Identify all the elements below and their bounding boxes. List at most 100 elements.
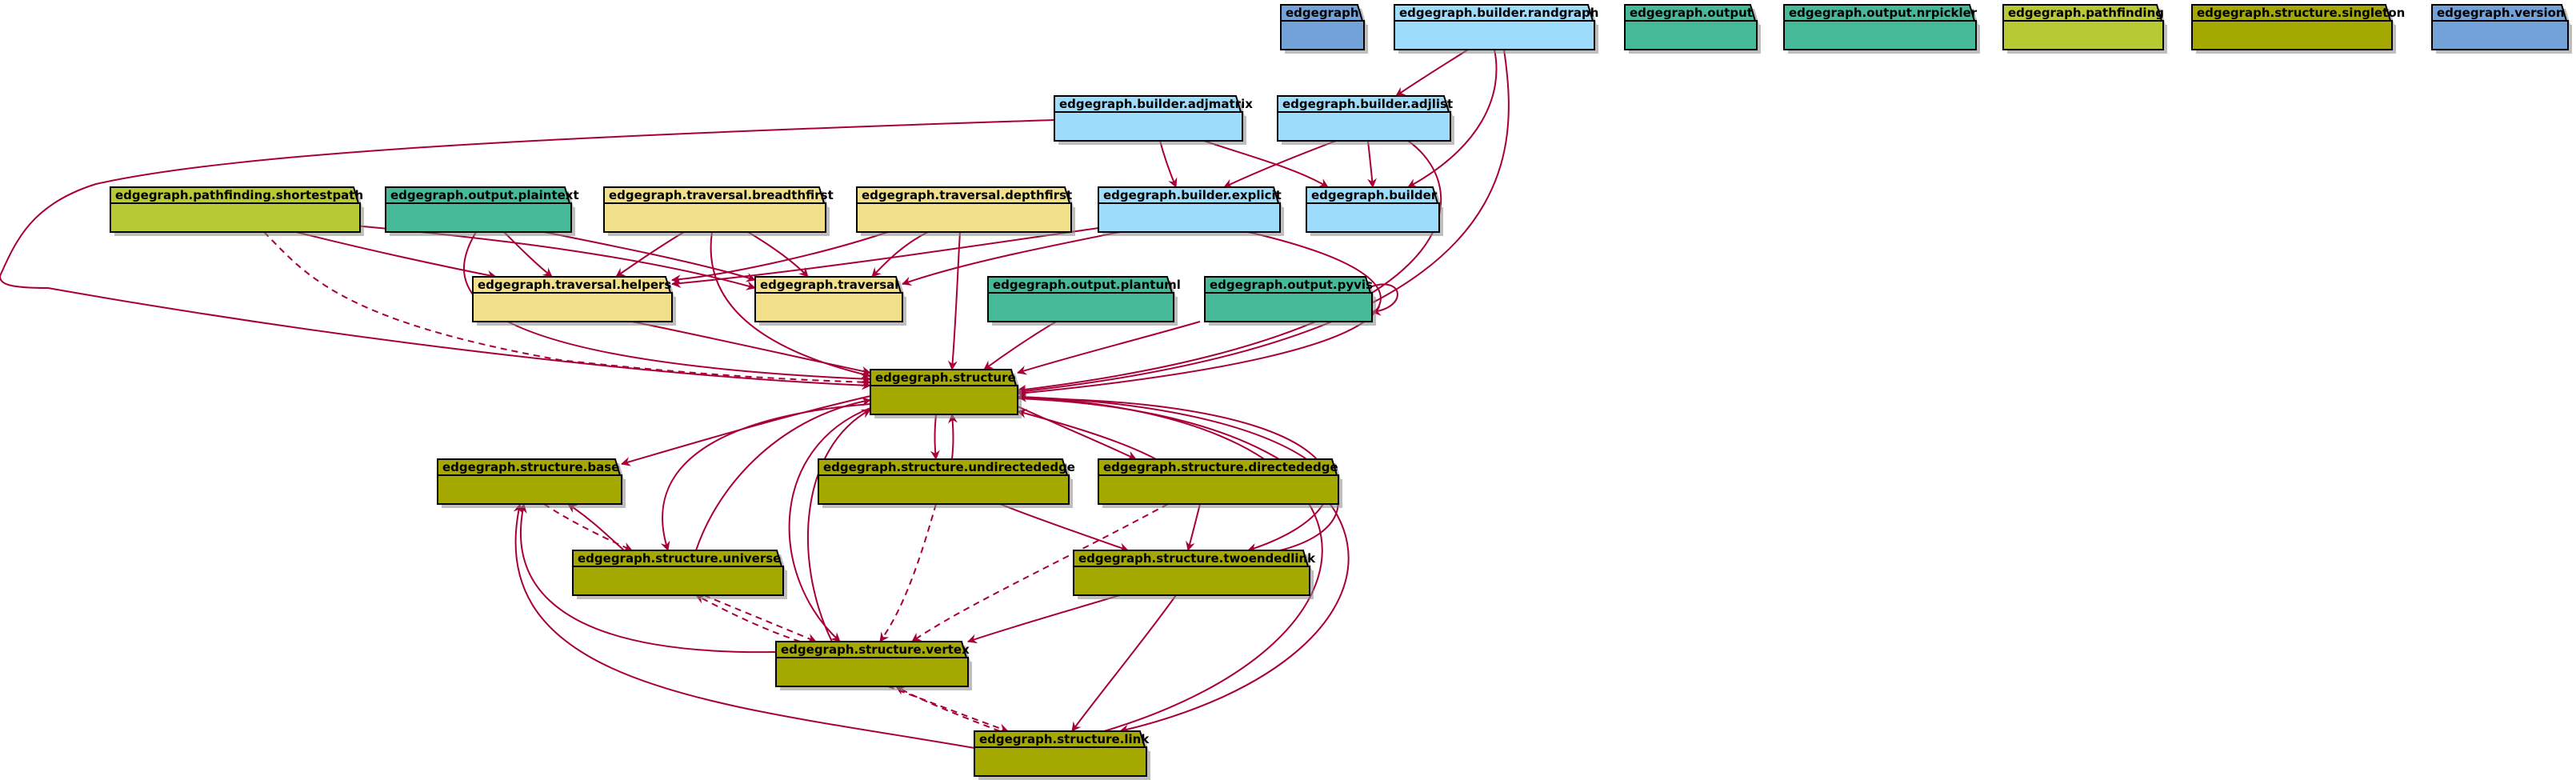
package-label: edgegraph.pathfinding	[2008, 6, 2164, 20]
package-label: edgegraph.version	[2437, 6, 2565, 20]
package-body	[1098, 474, 1339, 505]
package-node-structure-base[interactable]: edgegraph.structure.base	[437, 458, 626, 508]
package-body	[1624, 20, 1758, 50]
package-node-edgegraph[interactable]: edgegraph	[1280, 4, 1368, 54]
dependency-edge-structure-base-to-structure-universe	[543, 503, 633, 551]
dependency-edge-output-plantuml-to-structure	[983, 321, 1057, 370]
dependency-edge-builder-adjmatrix-to-builder	[1203, 140, 1329, 188]
package-label: edgegraph.output	[1630, 6, 1753, 20]
package-node-structure-twoendedlink[interactable]: edgegraph.structure.twoendedlink	[1073, 550, 1316, 599]
dependency-edge-pathfinding-shortestpath-to-traversal-helpers	[295, 231, 497, 280]
dependency-edge-traversal-depthfirst-to-traversal-helpers	[671, 231, 889, 285]
package-node-output-nrpickler[interactable]: edgegraph.output.nrpickler	[1783, 4, 1980, 54]
dependency-edge-structure-twoendedlink-to-structure-vertex	[967, 594, 1121, 644]
dependency-edge-structure-to-structure-link	[1017, 398, 1350, 734]
package-body	[974, 746, 1147, 777]
package-node-output-pyvis[interactable]: edgegraph.output.pyvis	[1204, 276, 1376, 326]
dependency-edge-structure-directededge-to-structure	[1017, 409, 1157, 460]
package-body	[1277, 111, 1451, 142]
package-node-structure-universe[interactable]: edgegraph.structure.universe	[572, 550, 787, 599]
package-body	[110, 202, 361, 233]
dependency-edge-structure-undirectededge-to-structure-vertex	[879, 503, 937, 642]
package-label: edgegraph.structure.directededge	[1103, 460, 1338, 474]
package-label: edgegraph.traversal.breadthfirst	[609, 188, 834, 202]
package-node-builder[interactable]: edgegraph.builder	[1306, 186, 1443, 236]
package-label: edgegraph.output.plaintext	[390, 188, 579, 202]
package-node-builder-adjlist[interactable]: edgegraph.builder.adjlist	[1277, 95, 1454, 145]
dependency-edge-structure-universe-to-structure	[695, 397, 871, 551]
dependency-edge-structure-undirectededge-to-structure-twoendedlink	[999, 503, 1129, 552]
package-label: edgegraph.builder	[1311, 188, 1438, 202]
package-node-traversal-breadthfirst[interactable]: edgegraph.traversal.breadthfirst	[603, 186, 834, 236]
package-label: edgegraph.structure.undirectededge	[823, 460, 1075, 474]
dependency-edge-structure-vertex-to-structure-base	[517, 503, 777, 654]
package-body	[775, 657, 969, 687]
package-node-pathfinding[interactable]: edgegraph.pathfinding	[2002, 4, 2167, 54]
package-body	[1054, 111, 1243, 142]
dependency-edge-builder-adjlist-to-builder	[1367, 140, 1377, 188]
dependency-edge-builder-adjlist-to-builder-explicit	[1223, 140, 1337, 188]
package-node-version[interactable]: edgegraph.version	[2431, 4, 2572, 54]
dependency-edge-output-pyvis-to-structure	[1017, 321, 1201, 375]
package-label: edgegraph.output.nrpickler	[1789, 6, 1978, 20]
package-node-traversal[interactable]: edgegraph.traversal	[754, 276, 906, 326]
package-node-builder-randgraph[interactable]: edgegraph.builder.randgraph	[1394, 4, 1598, 54]
package-node-structure[interactable]: edgegraph.structure	[870, 369, 1022, 418]
package-node-builder-explicit[interactable]: edgegraph.builder.explicit	[1098, 186, 1284, 236]
package-node-pathfinding-shortestpath[interactable]: edgegraph.pathfinding.shortestpath	[110, 186, 364, 236]
package-label: edgegraph.builder.adjmatrix	[1059, 97, 1253, 111]
package-body	[437, 474, 622, 505]
package-label: edgegraph.traversal.helpers	[478, 278, 671, 292]
dependency-edge-builder-adjlist-to-structure	[1017, 140, 1442, 394]
package-label: edgegraph.output.plantuml	[993, 278, 1181, 292]
package-label: edgegraph.builder.adjlist	[1282, 97, 1453, 111]
package-body	[2191, 20, 2393, 50]
package-node-structure-directededge[interactable]: edgegraph.structure.directededge	[1098, 458, 1342, 508]
package-node-builder-adjmatrix[interactable]: edgegraph.builder.adjmatrix	[1054, 95, 1253, 145]
dependency-edge-structure-link-to-structure-base	[513, 503, 975, 749]
package-node-traversal-depthfirst[interactable]: edgegraph.traversal.depthfirst	[856, 186, 1075, 236]
dependency-edge-structure-directededge-to-structure-vertex	[911, 503, 1169, 642]
dependency-edge-builder-randgraph-to-builder	[1407, 49, 1498, 188]
dependency-edge-structure-undirectededge-to-structure	[948, 414, 958, 460]
dependency-edge-builder-adjmatrix-to-builder-explicit	[1159, 140, 1178, 188]
package-body	[754, 292, 903, 322]
package-node-structure-singleton[interactable]: edgegraph.structure.singleton	[2191, 4, 2405, 54]
package-body	[2431, 20, 2569, 50]
package-body	[385, 202, 572, 233]
package-node-structure-link[interactable]: edgegraph.structure.link	[974, 730, 1150, 780]
dependency-edge-structure-directededge-to-structure-twoendedlink	[1186, 503, 1201, 551]
package-node-structure-undirectededge[interactable]: edgegraph.structure.undirectededge	[818, 458, 1075, 508]
package-label: edgegraph	[1286, 6, 1359, 20]
package-node-structure-vertex[interactable]: edgegraph.structure.vertex	[775, 641, 972, 690]
package-label: edgegraph.structure	[875, 370, 1016, 385]
package-label: edgegraph.traversal	[760, 278, 898, 292]
dependency-edge-builder-randgraph-to-builder-adjlist	[1395, 49, 1469, 97]
dependency-edge-structure-vertex-to-structure-universe	[695, 594, 801, 642]
dependency-edge-structure-to-structure-universe	[660, 403, 871, 551]
package-node-output[interactable]: edgegraph.output	[1624, 4, 1761, 54]
dependency-edge-structure-to-structure-twoendedlink	[1017, 398, 1330, 553]
package-node-traversal-helpers[interactable]: edgegraph.traversal.helpers	[472, 276, 676, 326]
package-body	[818, 474, 1070, 505]
dependency-edge-traversal-helpers-to-structure	[631, 321, 871, 376]
dependency-edge-structure-link-to-structure	[1017, 392, 1323, 732]
package-body	[1306, 202, 1440, 233]
dependency-edge-structure-universe-to-structure-base	[567, 503, 625, 551]
dependency-edge-pathfinding-shortestpath-to-structure	[263, 231, 871, 387]
package-label: edgegraph.structure.vertex	[781, 642, 970, 657]
package-label: edgegraph.traversal.depthfirst	[862, 188, 1072, 202]
package-body	[2002, 20, 2164, 50]
dependency-edge-output-plaintext-to-traversal-helpers	[503, 231, 553, 278]
dependency-edge-builder-adjmatrix-to-structure	[0, 119, 1055, 390]
dependency-edge-structure-vertex-to-structure	[807, 409, 871, 642]
package-label: edgegraph.structure.universe	[578, 551, 781, 566]
package-body	[987, 292, 1174, 322]
package-body	[1098, 202, 1281, 233]
package-node-output-plaintext[interactable]: edgegraph.output.plaintext	[385, 186, 579, 236]
package-node-output-plantuml[interactable]: edgegraph.output.plantuml	[987, 276, 1181, 326]
dependency-edge-traversal-depthfirst-to-structure	[947, 231, 961, 370]
package-label: edgegraph.structure.singleton	[2197, 6, 2405, 20]
dependency-edge-structure-twoendedlink-to-structure-link	[1071, 594, 1177, 732]
package-body	[1073, 566, 1310, 596]
